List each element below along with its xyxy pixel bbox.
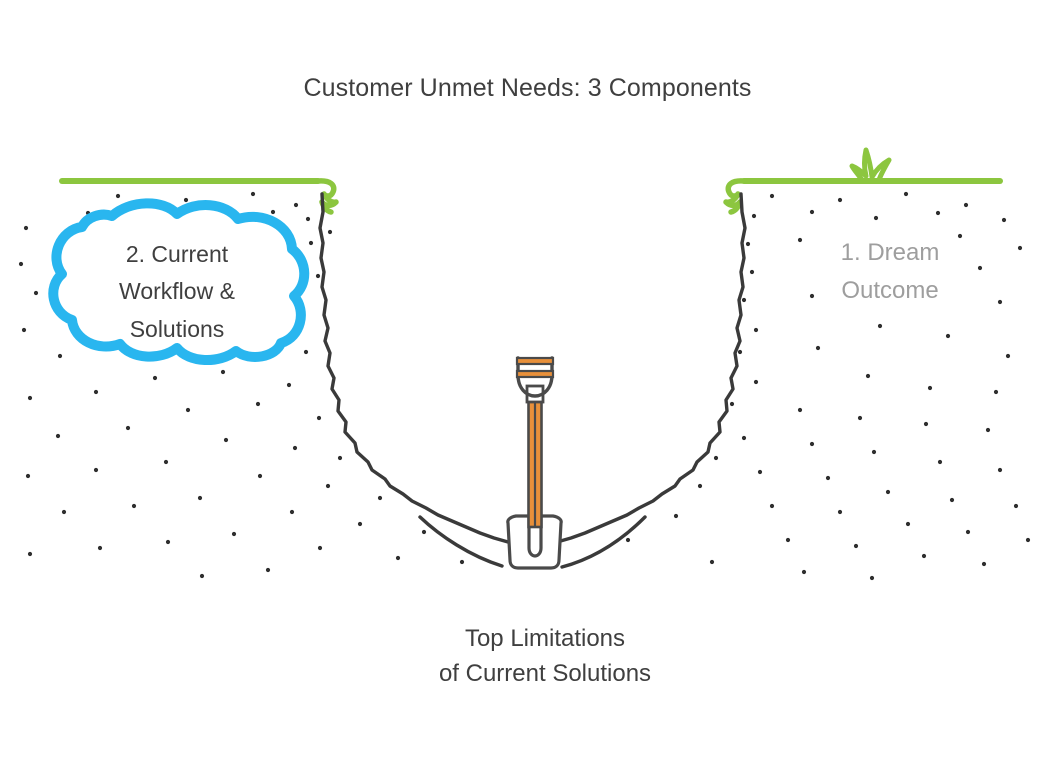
dream-outcome-label: 1. Dream Outcome (840, 239, 940, 304)
grass-tuft-right (723, 178, 747, 215)
shovel-grip-top (515, 356, 555, 366)
pit-wall-right (555, 192, 747, 544)
pit-wall-left (318, 192, 510, 544)
shovel-d-handle (516, 356, 554, 398)
cloud-callout-label: 2. Current Workflow & Solutions (119, 241, 235, 342)
pit-bottom-caption: Top Limitations of Current Solutions (438, 625, 652, 687)
soil-specks (18, 191, 1031, 581)
cloud-callout-shape[interactable] (48, 198, 310, 366)
pit-bottom-right (560, 515, 647, 569)
page-title: Customer Unmet Needs: 3 Components (303, 74, 752, 102)
pit-outline (318, 192, 747, 569)
shovel-grip-crossbar (515, 369, 555, 379)
grass-clump-decorative (849, 147, 892, 183)
pit-bottom-left (418, 515, 504, 568)
shovel (506, 356, 563, 570)
shovel-blade (506, 514, 563, 570)
shovel-blade-socket (527, 514, 543, 558)
ground-lines (59, 147, 1003, 215)
